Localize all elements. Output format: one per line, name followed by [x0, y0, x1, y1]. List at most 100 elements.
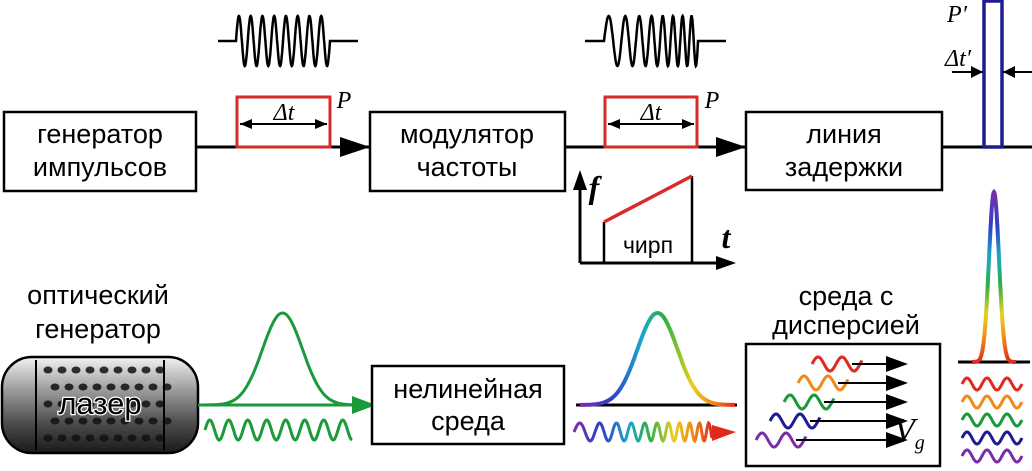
- chirp-plot: f t чирп: [573, 169, 736, 270]
- velocity-arrowhead: [886, 432, 908, 448]
- pulse-2-waveform: [585, 13, 726, 69]
- grille-hole: [134, 383, 144, 391]
- output-wave-stack: [960, 376, 1024, 464]
- grille-hole: [85, 366, 95, 374]
- chirp-x-axis-label: t: [722, 219, 732, 255]
- output-wave: [960, 376, 1024, 392]
- dispersive-medium-label-2: дисперсией: [772, 310, 920, 340]
- delay-line-block: линия задержки: [744, 110, 944, 192]
- delay-line-label-2: задержки: [785, 152, 903, 182]
- output-wave: [960, 412, 1024, 428]
- delay-line-label-1: линия: [806, 119, 881, 149]
- laser-grille: [43, 366, 172, 442]
- velocity-arrowhead: [886, 356, 908, 372]
- dispersion-wave: [768, 412, 822, 430]
- grille-hole: [57, 434, 67, 442]
- grille-hole: [106, 417, 116, 425]
- grille-hole: [113, 366, 123, 374]
- grille-hole: [148, 417, 158, 425]
- pulse-1-waveform: [218, 14, 358, 68]
- pulse-generator-label-1: генератор: [37, 119, 163, 149]
- pulse-1-power-label: P: [336, 88, 352, 114]
- grille-hole: [155, 434, 165, 442]
- dispersion-wave: [796, 374, 850, 392]
- frequency-modulator-block: модулятор частоты: [368, 110, 567, 193]
- frequency-modulator-label-1: модулятор: [400, 119, 534, 149]
- grille-hole: [141, 434, 151, 442]
- velocity-arrowhead: [886, 413, 908, 429]
- grille-hole: [92, 417, 102, 425]
- grille-hole: [113, 400, 123, 408]
- dispersion-wave: [810, 355, 864, 373]
- grille-hole: [57, 400, 67, 408]
- nonlinear-medium-block: нелинейная среда: [370, 364, 566, 446]
- pulse-2: Δt P: [585, 13, 726, 149]
- output-compressed-pulse: [958, 188, 1030, 464]
- grille-hole: [120, 383, 130, 391]
- dispersive-medium-label-1: среда с: [799, 281, 894, 311]
- chirp-y-axis-label: f: [589, 169, 603, 205]
- arrowhead-1: [340, 137, 370, 157]
- pulse-2-frame: [603, 95, 699, 149]
- velocity-arrowhead: [886, 375, 908, 391]
- grille-hole: [92, 383, 102, 391]
- grille-hole: [43, 400, 53, 408]
- grille-hole: [71, 400, 81, 408]
- grille-hole: [43, 366, 53, 374]
- grille-hole: [148, 383, 158, 391]
- broadened-pulse: [572, 310, 737, 444]
- optical-generator-label-2: генератор: [35, 314, 161, 344]
- arrowhead-2: [716, 137, 746, 157]
- grille-hole: [141, 400, 151, 408]
- chirp-frequency-line: [603, 174, 693, 224]
- grille-hole: [43, 434, 53, 442]
- dispersive-medium-caption: среда с дисперсией: [772, 281, 920, 340]
- pulse-generator-block: генератор импульсов: [2, 110, 198, 193]
- grille-hole: [85, 434, 95, 442]
- compressed-pulse-frame: [982, 0, 1004, 149]
- dispersion-waves: [754, 355, 908, 449]
- rainbow-spike: [972, 188, 1016, 364]
- rainbow-pulse-envelope: [580, 310, 735, 407]
- compressed-power-label: P′: [946, 2, 968, 28]
- grille-hole: [57, 366, 67, 374]
- grille-hole: [64, 383, 74, 391]
- laser-output-pulse: [198, 311, 376, 442]
- pulse-2-duration-label: Δt: [640, 100, 663, 126]
- output-wave: [960, 430, 1024, 446]
- laser-label: лазер: [58, 386, 141, 421]
- grille-hole: [64, 417, 74, 425]
- output-wave: [960, 394, 1024, 410]
- grille-hole: [99, 434, 109, 442]
- pulse-1-frame: [235, 95, 332, 149]
- grille-hole: [78, 417, 88, 425]
- grille-hole: [127, 366, 137, 374]
- laser: лазер: [0, 355, 200, 455]
- grille-hole: [141, 366, 151, 374]
- grille-hole: [85, 400, 95, 408]
- grille-hole: [120, 417, 130, 425]
- nonlinear-medium-label-1: нелинейная: [393, 374, 542, 404]
- pulse-generator-label-2: импульсов: [33, 152, 167, 182]
- optical-generator-caption: оптический генератор: [27, 280, 169, 344]
- grille-hole: [50, 383, 60, 391]
- grille-hole: [50, 417, 60, 425]
- grille-hole: [71, 366, 81, 374]
- dispersion-wave: [754, 431, 808, 449]
- green-pulse-envelope: [205, 311, 360, 407]
- grille-hole: [127, 400, 137, 408]
- pulse-1-duration-label: Δt: [273, 100, 296, 126]
- frequency-modulator-label-2: частоты: [417, 152, 518, 182]
- rainbow-chirped-wave: [572, 420, 714, 444]
- nonlinear-medium-label-2: среда: [431, 406, 506, 436]
- grille-hole: [155, 366, 165, 374]
- pulse-1: Δt P: [218, 14, 358, 149]
- dispersive-medium-block: Vg: [744, 342, 942, 468]
- velocity-arrowhead: [886, 394, 908, 410]
- grille-hole: [134, 417, 144, 425]
- compressed-duration-label: Δt′: [944, 46, 972, 72]
- grille-hole: [78, 383, 88, 391]
- grille-hole: [99, 366, 109, 374]
- grille-hole: [155, 400, 165, 408]
